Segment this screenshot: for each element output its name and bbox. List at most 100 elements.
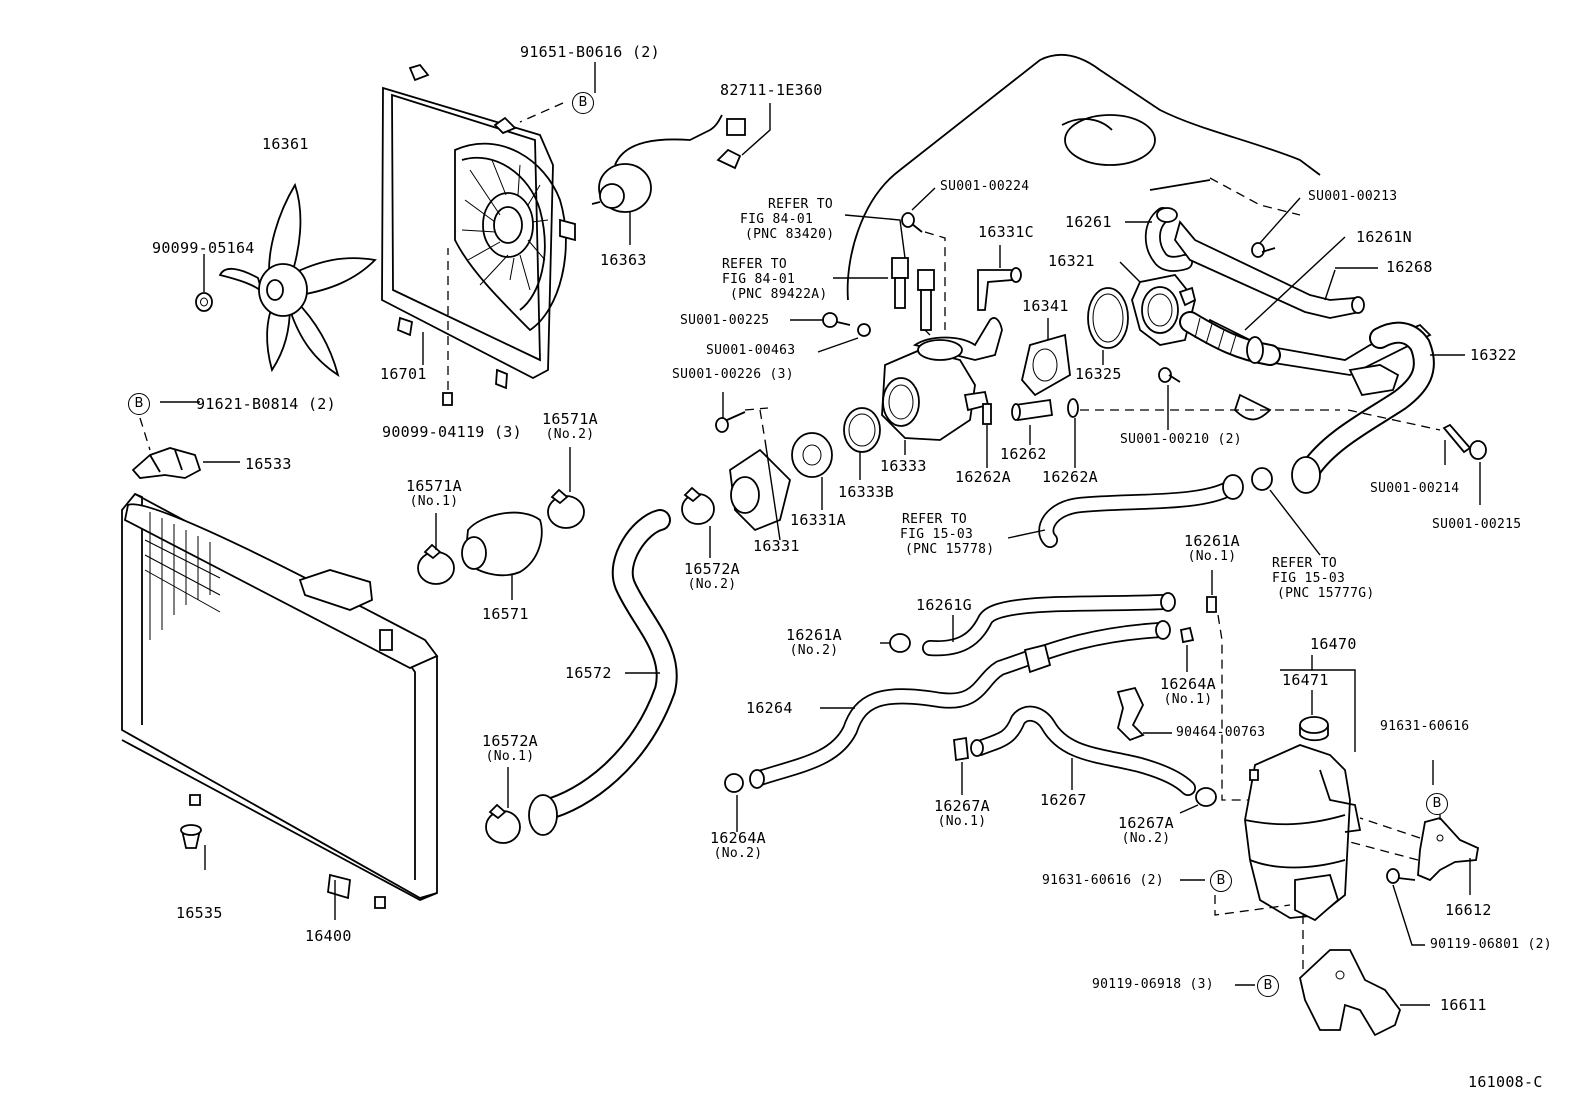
reference-marker-b: B bbox=[1210, 870, 1232, 892]
part-label: 16333B bbox=[838, 483, 894, 501]
lower-radiator-hose bbox=[528, 509, 678, 836]
part-label: 16571 bbox=[482, 605, 529, 623]
thermostat-gasket bbox=[843, 407, 881, 453]
clamp-16267a-no1 bbox=[953, 736, 969, 762]
part-label: 16361 bbox=[262, 135, 309, 153]
refer-note: REFER TO bbox=[768, 197, 834, 212]
part-label: 16612 bbox=[1445, 901, 1492, 919]
temperature-sensor-1 bbox=[891, 257, 909, 309]
refer-note: (PNC 83420) bbox=[745, 227, 835, 242]
fitting-16331c bbox=[977, 267, 1022, 311]
part-label: 16261A bbox=[786, 626, 842, 644]
clamp-16267a-no2 bbox=[1195, 787, 1217, 807]
part-label: 16331A bbox=[790, 511, 846, 529]
clamp-16261a-no1 bbox=[1206, 596, 1217, 613]
part-label: 16611 bbox=[1440, 996, 1487, 1014]
part-label: SU001-00463 bbox=[706, 343, 796, 358]
radiator-support-bracket bbox=[131, 447, 202, 479]
part-label: 91631-60616 bbox=[1380, 719, 1470, 734]
part-label: 16333 bbox=[880, 457, 927, 475]
part-label: SU001-00224 bbox=[940, 179, 1030, 194]
part-label: 90099-04119 (3) bbox=[382, 423, 522, 441]
bolt-su001-00213 bbox=[1251, 242, 1276, 258]
part-label: 90464-00763 bbox=[1176, 725, 1266, 740]
figure-number: 161008-C bbox=[1468, 1073, 1543, 1091]
part-label: 90119-06918 (3) bbox=[1092, 977, 1214, 992]
part-label: 16261N bbox=[1356, 228, 1412, 246]
clamp-16264a-no2 bbox=[724, 773, 744, 793]
part-label: 16331 bbox=[753, 537, 800, 555]
part-label: 16261 bbox=[1065, 213, 1112, 231]
part-label: 16571A bbox=[542, 410, 598, 428]
refer-note: FIG 84-01 bbox=[740, 212, 814, 227]
reference-marker-b: B bbox=[128, 393, 150, 415]
part-label-sub: (No.1) bbox=[485, 749, 535, 764]
part-label-sub: (No.1) bbox=[937, 814, 987, 829]
washer-su001-00463 bbox=[857, 323, 871, 337]
clip-16262a-left bbox=[982, 403, 992, 425]
part-label-sub: (No.1) bbox=[1187, 549, 1237, 564]
refer-note: FIG 84-01 bbox=[722, 272, 796, 287]
part-label: 16363 bbox=[600, 251, 647, 269]
pipe-16322 bbox=[1291, 321, 1435, 494]
part-label: 16571A bbox=[406, 477, 462, 495]
part-label: SU001-00215 bbox=[1432, 517, 1522, 532]
bolt-su001-00224 bbox=[901, 212, 923, 233]
part-label: 16701 bbox=[380, 365, 427, 383]
part-label-sub: (No.1) bbox=[409, 494, 459, 509]
bypass-hose-clamp bbox=[1251, 467, 1273, 491]
reference-marker-b: B bbox=[572, 92, 594, 114]
lower-hose-clamp-no2 bbox=[681, 486, 715, 525]
reservoir-cap bbox=[1299, 716, 1329, 742]
reference-marker-b: B bbox=[1257, 975, 1279, 997]
part-label: 16325 bbox=[1075, 365, 1122, 383]
part-label: 16267A bbox=[934, 797, 990, 815]
part-label-sub: (No.2) bbox=[545, 427, 595, 442]
upper-radiator-hose bbox=[461, 511, 543, 577]
pipe-16261n bbox=[1174, 220, 1365, 319]
part-label-sub: (No.2) bbox=[687, 577, 737, 592]
part-label: 16331C bbox=[978, 223, 1034, 241]
part-label: 16267 bbox=[1040, 791, 1087, 809]
refer-note: FIG 15-03 bbox=[900, 527, 974, 542]
part-label: 16533 bbox=[245, 455, 292, 473]
part-label: SU001-00210 (2) bbox=[1120, 432, 1242, 447]
part-label: 16264A bbox=[1160, 675, 1216, 693]
gasket-16341 bbox=[1021, 333, 1071, 397]
part-label: 16572 bbox=[565, 664, 612, 682]
part-label: 90099-05164 bbox=[152, 239, 255, 257]
part-label: 16264 bbox=[746, 699, 793, 717]
part-label: SU001-00214 bbox=[1370, 481, 1460, 496]
part-label: 16322 bbox=[1470, 346, 1517, 364]
part-label: 16535 bbox=[176, 904, 223, 922]
bolt-su001-00225 bbox=[822, 312, 851, 328]
reservoir-bracket-16611 bbox=[1299, 949, 1402, 1037]
part-label: 16572A bbox=[482, 732, 538, 750]
refer-note: (PNC 15778) bbox=[905, 542, 995, 557]
water-outlet-housing bbox=[881, 317, 1003, 441]
stud-su001-00214 bbox=[1442, 423, 1472, 454]
fan-shroud bbox=[381, 63, 576, 390]
refer-note: (PNC 15777G) bbox=[1277, 586, 1375, 601]
water-outlet-16321 bbox=[1131, 274, 1197, 346]
part-label: 16400 bbox=[305, 927, 352, 945]
reference-marker-b: B bbox=[1426, 793, 1448, 815]
bolt-su001-00226 bbox=[715, 411, 746, 433]
fan-motor bbox=[591, 114, 746, 213]
part-label: 16262A bbox=[1042, 468, 1098, 486]
bypass-hose bbox=[1038, 474, 1244, 548]
nut-su001-00215 bbox=[1469, 440, 1487, 460]
part-label: 16262 bbox=[1000, 445, 1047, 463]
refer-note: REFER TO bbox=[902, 512, 968, 527]
clip-90464-00763 bbox=[1116, 686, 1145, 742]
part-label: SU001-00226 (3) bbox=[672, 367, 794, 382]
part-label: 82711-1E360 bbox=[720, 81, 823, 99]
coolant-reservoir bbox=[1244, 744, 1362, 922]
part-label: 91631-60616 (2) bbox=[1042, 873, 1164, 888]
radiator bbox=[121, 492, 439, 909]
part-label: 90119-06801 (2) bbox=[1430, 937, 1552, 952]
heater-hose-16267 bbox=[970, 705, 1196, 796]
part-label: 91651-B0616 (2) bbox=[520, 43, 660, 61]
